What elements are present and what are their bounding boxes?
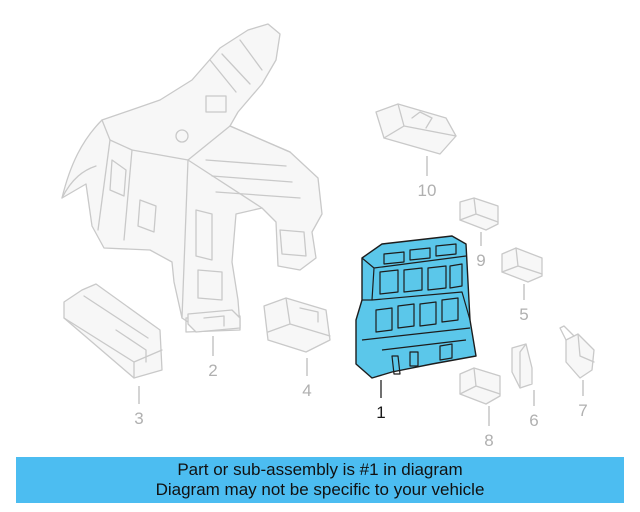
- banner-line-2: Diagram may not be specific to your vehi…: [155, 480, 485, 499]
- callout-6: 6: [529, 411, 538, 430]
- part-2-bracket: [187, 309, 241, 333]
- part-6-fuse: [511, 343, 533, 389]
- part-1-junction-box: [355, 235, 477, 379]
- callout-1: 1: [376, 403, 385, 422]
- callout-2: 2: [208, 361, 217, 380]
- callout-9: 9: [476, 251, 485, 270]
- callout-10: 10: [418, 181, 437, 200]
- callout-5: 5: [519, 305, 528, 324]
- part-5-relay: [501, 247, 543, 283]
- parts-diagram: 1 2 3 4 5 6 7 8 9 10: [61, 23, 595, 450]
- banner-line-1: Part or sub-assembly is #1 in diagram: [177, 460, 463, 479]
- part-4-module: [263, 297, 331, 353]
- callout-7: 7: [578, 401, 587, 420]
- part-10-bracket: [375, 103, 457, 155]
- part-8-relay: [459, 367, 501, 405]
- callout-4: 4: [302, 381, 311, 400]
- callout-3: 3: [134, 409, 143, 428]
- housing-assembly-ghost: [61, 23, 323, 333]
- part-9-relay: [459, 197, 499, 231]
- info-banner: Part or sub-assembly is #1 in diagram Di…: [16, 457, 624, 503]
- callout-8: 8: [484, 431, 493, 450]
- part-3-cover: [63, 283, 163, 379]
- part-7-fuse: [559, 325, 595, 379]
